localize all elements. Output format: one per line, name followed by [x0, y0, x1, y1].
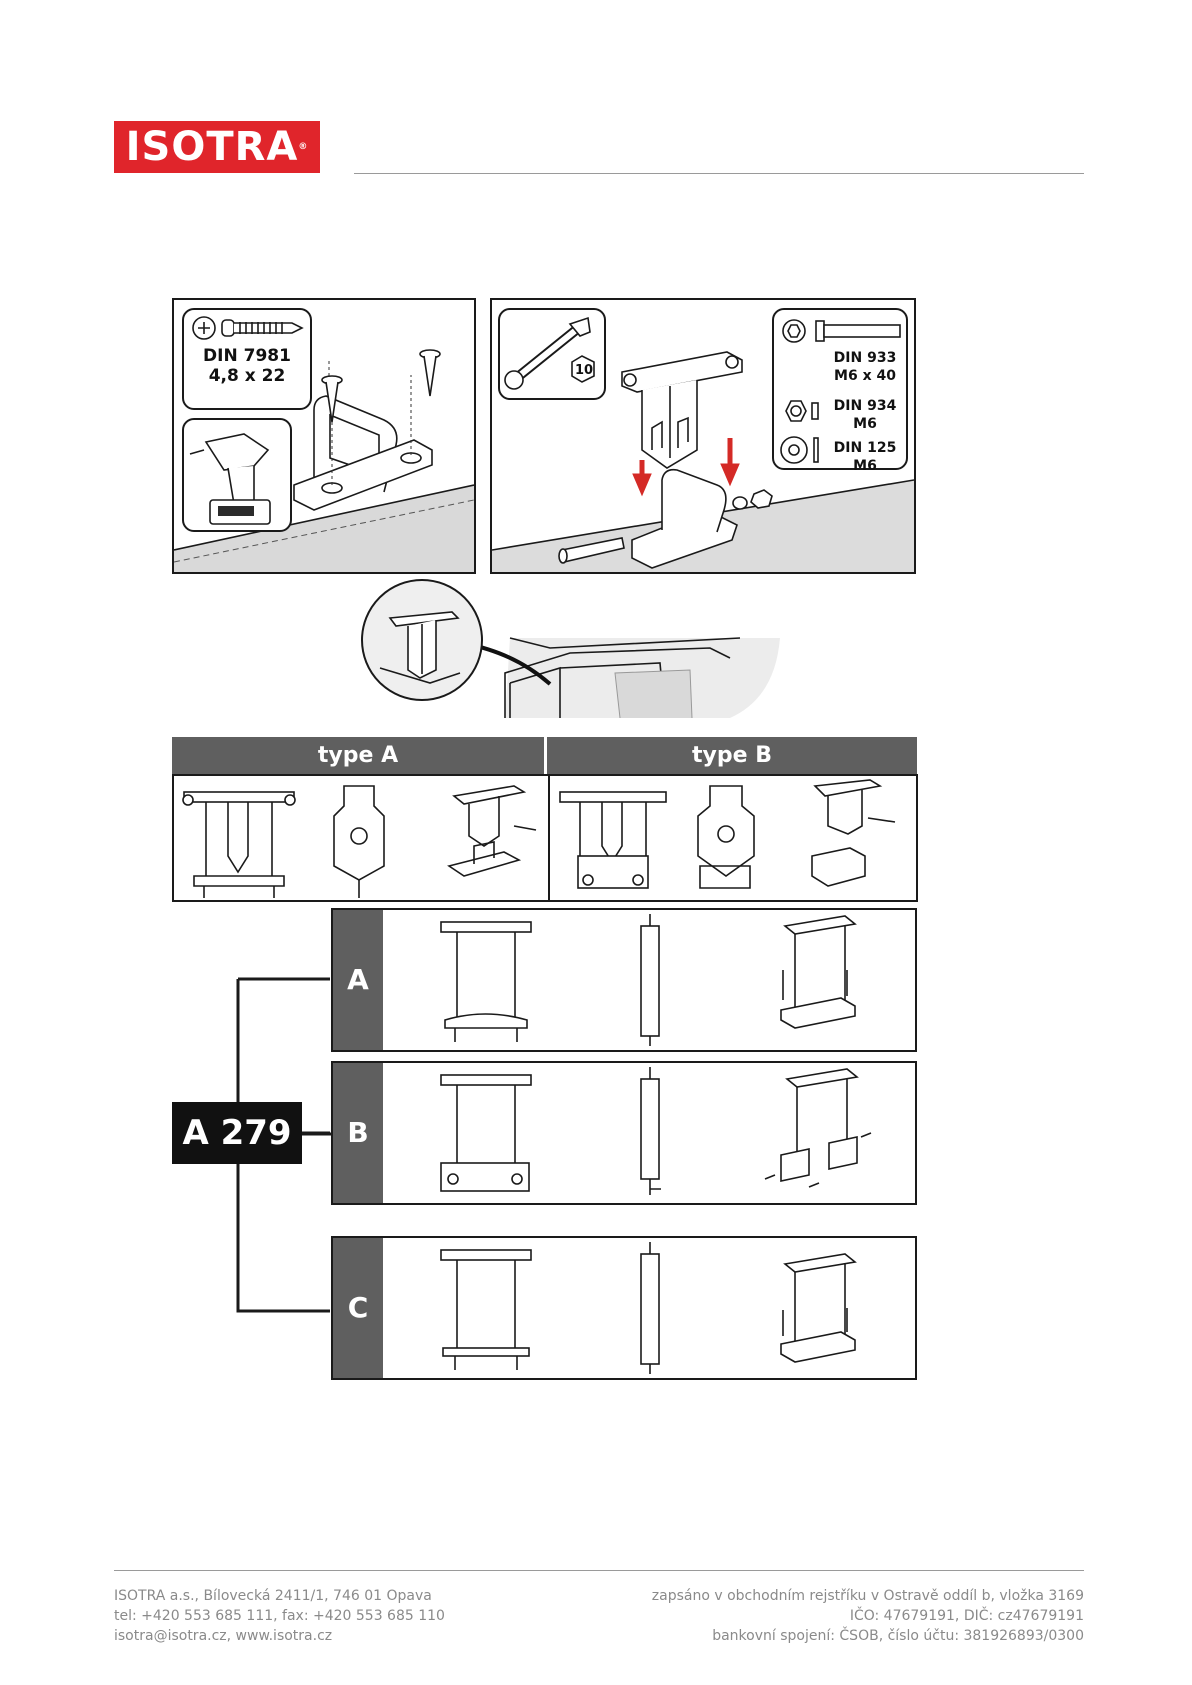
screw-callout: DIN 7981 4,8 x 22: [182, 308, 312, 410]
footer-phone: tel: +420 553 685 111, fax: +420 553 685…: [114, 1608, 445, 1624]
step2-illustration: [492, 351, 914, 572]
footer-right: zapsáno v obchodním rejstříku v Ostravě …: [600, 1586, 1084, 1646]
type-a-drawings: [182, 785, 537, 898]
screw-size: 4,8 x 22: [208, 366, 286, 386]
phillips-screw-icon: [192, 316, 304, 340]
footer-left: ISOTRA a.s., Bílovecká 2411/1, 746 01 Op…: [114, 1586, 594, 1646]
step2-panel: 10 DIN 933 M6 x 40 DIN 934 M6 DIN 125 M6: [490, 298, 916, 574]
variant-a-letter: A: [333, 910, 383, 1050]
type-a-box: [172, 774, 550, 902]
bolt-parts-callout: DIN 933 M6 x 40 DIN 934 M6 DIN 125 M6: [772, 308, 908, 474]
variant-c-letter: C: [333, 1238, 383, 1378]
footer-bank: bankovní spojení: ČSOB, číslo účtu: 3819…: [712, 1628, 1084, 1644]
red-arrows: [632, 438, 740, 497]
variant-a-box: A: [331, 908, 917, 1052]
part-size-3: M6: [853, 458, 877, 474]
part-spec-2: DIN 934: [833, 398, 897, 414]
step1-panel: DIN 7981 4,8 x 22: [172, 298, 476, 574]
variant-c-box: C: [331, 1236, 917, 1380]
variant-a-drawings: [440, 914, 857, 1046]
variant-tree-mid: [300, 1132, 332, 1136]
bolt-icon: [782, 319, 901, 343]
variant-b-drawings: [440, 1067, 872, 1195]
screw-spec: DIN 7981: [203, 346, 291, 366]
footer-rule: [114, 1570, 1084, 1571]
footer-register: zapsáno v obchodním rejstříku v Ostravě …: [651, 1588, 1084, 1604]
step1-illustration: [174, 349, 474, 572]
wrench-callout: 10: [498, 308, 606, 400]
footer-ids: IČO: 47679191, DIČ: cz47679191: [849, 1608, 1084, 1624]
type-a-band: type A: [172, 737, 544, 775]
wrench-icon: [504, 316, 595, 390]
logo-text: ISOTRA: [125, 124, 299, 170]
header-rule: [354, 173, 1084, 174]
nut-icon: [785, 400, 819, 422]
footer-address: ISOTRA a.s., Bílovecká 2411/1, 746 01 Op…: [114, 1588, 432, 1604]
variant-b-letter: B: [333, 1063, 383, 1203]
footer-web: isotra@isotra.cz, www.isotra.cz: [114, 1628, 333, 1644]
washer-icon: [780, 436, 819, 464]
variant-c-drawings: [440, 1242, 857, 1374]
wrench-size: 10: [574, 363, 594, 378]
type-b-band: type B: [547, 737, 917, 775]
product-code: A 279: [172, 1102, 302, 1164]
drill-icon: [189, 433, 271, 525]
part-spec-3: DIN 125: [833, 440, 897, 456]
type-b-drawings: [559, 779, 896, 889]
part-spec-1: DIN 933: [833, 350, 897, 366]
variant-b-box: B: [331, 1061, 917, 1205]
registered-mark: ®: [298, 142, 309, 152]
mounted-overview: [361, 579, 780, 718]
part-size-2: M6: [853, 416, 877, 432]
isotra-logo: ISOTRA®: [114, 121, 320, 173]
drill-callout: [182, 418, 292, 532]
part-size-1: M6 x 40: [834, 368, 896, 384]
type-b-box: [548, 774, 918, 902]
